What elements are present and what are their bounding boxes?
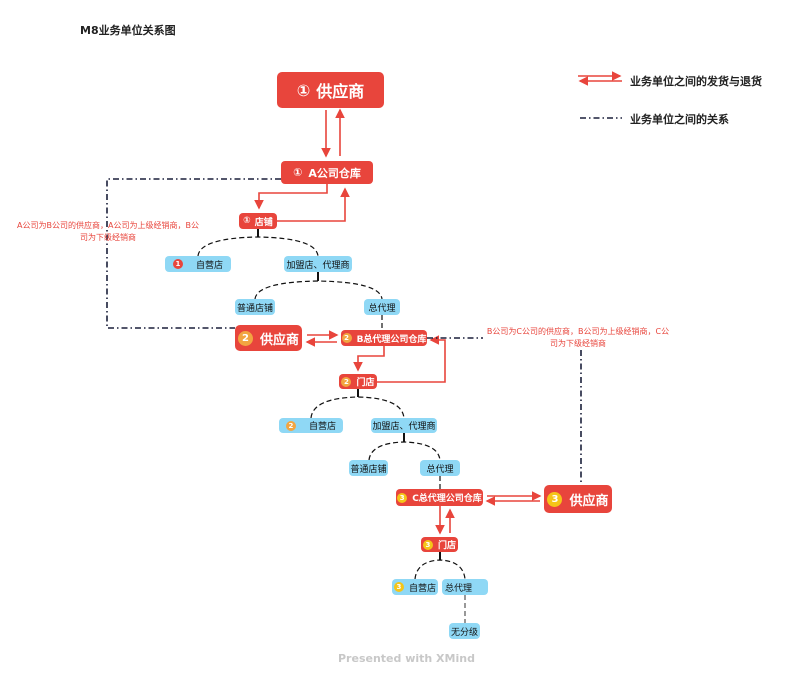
topic-c-store[interactable]: 3 门店 [421, 537, 458, 552]
marker-number-2: 2 [341, 376, 352, 387]
topic-label: 普通店铺 [350, 464, 387, 475]
marker-number-1: 1 [172, 259, 183, 269]
marker-number-3: 3 [393, 582, 404, 592]
topic-c-no-level[interactable]: 无分级 [449, 623, 480, 639]
map-title: M8业务单位关系图 [80, 24, 176, 37]
topic-label: 门店 [437, 541, 456, 551]
marker-number-1: ① [293, 166, 303, 179]
topic-a-self-store[interactable]: 1 自营店 [165, 256, 231, 272]
topic-supplier-2[interactable]: 2 供应商 [235, 325, 302, 351]
topic-label: A公司仓库 [308, 166, 361, 180]
topic-a-normal-shop[interactable]: 普通店铺 [235, 299, 275, 315]
topic-supplier-1[interactable]: ① 供应商 [277, 72, 384, 108]
topic-label: 自营店 [408, 583, 436, 594]
topic-label: B总代理公司仓库 [356, 334, 427, 345]
xmind-watermark: Presented with XMind [338, 652, 475, 665]
topic-b-franchise[interactable]: 加盟店、代理商 [371, 418, 437, 433]
marker-number-2: 2 [341, 333, 352, 343]
topic-label: 店铺 [254, 217, 273, 228]
topic-a-warehouse[interactable]: ① A公司仓库 [281, 161, 373, 184]
relationship-note-bc: B公司为C公司的供应商，B公司为上级经销商，C公司为下级经销商 [486, 327, 670, 348]
topic-label: 自营店 [195, 260, 223, 271]
legend-shipping-label: 业务单位之间的发货与退货 [630, 75, 762, 88]
topic-label: 普通店铺 [236, 303, 273, 314]
topic-a-franchise[interactable]: 加盟店、代理商 [284, 256, 352, 272]
topic-label: 总代理 [426, 464, 454, 475]
topic-label: 总代理 [368, 303, 396, 314]
topic-label: 加盟店、代理商 [372, 422, 436, 432]
legend-relation-label: 业务单位之间的关系 [630, 113, 729, 126]
topic-label: 无分级 [450, 627, 478, 638]
marker-number-1: ① [243, 216, 251, 226]
marker-number-3: 3 [547, 491, 563, 507]
topic-b-store[interactable]: 2 门店 [339, 374, 377, 389]
marker-number-3: 3 [397, 492, 408, 503]
topic-b-normal-shop[interactable]: 普通店铺 [349, 460, 388, 476]
topic-label: C总代理公司仓库 [412, 494, 482, 504]
topic-b-general-agent[interactable]: 总代理 [420, 460, 460, 476]
marker-number-1: ① [296, 80, 311, 100]
topic-label: 供应商 [316, 82, 365, 101]
topic-c-general-agent[interactable]: 总代理 [442, 579, 488, 595]
marker-number-2: 2 [237, 330, 253, 346]
topic-label: 加盟店、代理商 [286, 260, 350, 271]
topic-b-warehouse[interactable]: 2 B总代理公司仓库 [341, 330, 427, 346]
topic-label: 供应商 [259, 332, 299, 348]
topic-label: 自营店 [308, 422, 336, 432]
topic-a-general-agent[interactable]: 总代理 [364, 299, 400, 315]
topic-c-self-store[interactable]: 3 自营店 [392, 579, 438, 595]
relationship-note-ab: A公司为B公司的供应商，A公司为上级经销商，B公司为下级经销商 [17, 221, 199, 242]
topic-c-warehouse[interactable]: 3 C总代理公司仓库 [396, 489, 483, 506]
marker-number-2: 2 [285, 420, 296, 431]
topic-label: 门店 [356, 378, 375, 388]
marker-number-3: 3 [422, 539, 433, 550]
topic-b-self-store[interactable]: 2 自营店 [279, 418, 343, 433]
topic-label: 供应商 [569, 493, 609, 509]
topic-supplier-3[interactable]: 3 供应商 [544, 485, 612, 513]
topic-label: 总代理 [445, 583, 473, 594]
